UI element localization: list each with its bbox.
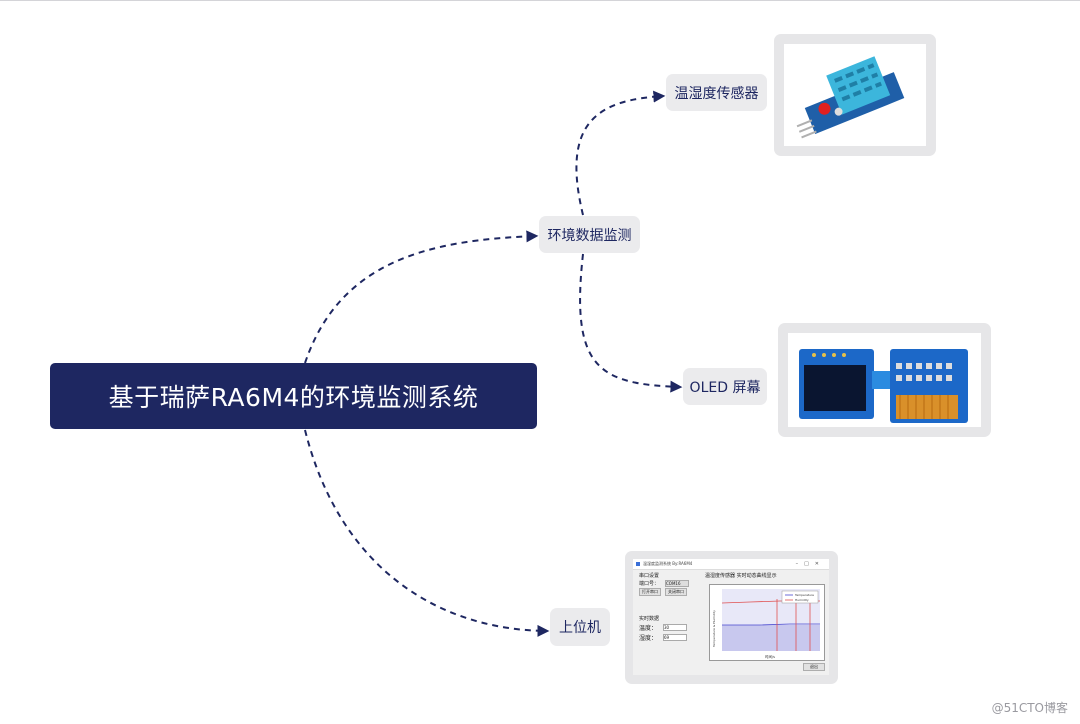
plot-title: 温湿度传感器 实时动态曲线显示 — [705, 573, 777, 579]
temp-value: 30 — [663, 624, 687, 631]
line-root-env — [304, 230, 539, 364]
oled-image — [788, 333, 981, 427]
line-root-host — [304, 429, 550, 637]
node-host-computer: 上位机 — [550, 608, 610, 646]
host-app-window: 温湿度监测系统 By:RA6M4 –□✕ 串口设置 端口号： COM16 打开串… — [633, 559, 829, 675]
plot-ylabel: Temperature & Humidity — [712, 610, 716, 648]
serial-group-label: 串口设置 — [639, 573, 660, 579]
host-software-frame: 温湿度监测系统 By:RA6M4 –□✕ 串口设置 端口号： COM16 打开串… — [625, 551, 838, 684]
line-env-sensor — [575, 90, 666, 216]
node-temp-humidity-sensor: 温湿度传感器 — [666, 74, 767, 111]
open-port-button[interactable]: 打开串口 — [639, 588, 661, 596]
node-oled-screen: OLED 屏幕 — [683, 368, 767, 405]
plot-xlabel: 时间/s — [765, 654, 775, 659]
oled-image-frame — [778, 323, 991, 437]
exit-button[interactable]: 退出 — [803, 663, 825, 671]
sensor-image — [784, 44, 926, 146]
hum-label: 湿度： — [639, 635, 658, 642]
port-select[interactable]: COM16 — [665, 580, 689, 587]
close-port-button[interactable]: 关闭串口 — [665, 588, 687, 596]
app-window-title: 温湿度监测系统 By:RA6M4 — [643, 561, 693, 566]
legend-humidity: Humidity — [795, 598, 809, 602]
realtime-group-label: 实时数据 — [639, 616, 660, 622]
realtime-plot: Temperature Humidity 时间/s Temperature & … — [709, 584, 825, 661]
temp-label: 温度： — [639, 625, 658, 632]
line-env-oled — [579, 253, 683, 393]
root-node: 基于瑞萨RA6M4的环境监测系统 — [50, 363, 537, 429]
window-controls-icon[interactable]: –□✕ — [795, 561, 825, 567]
top-divider — [0, 0, 1080, 1]
port-label: 端口号： — [639, 581, 660, 587]
app-titlebar: 温湿度监测系统 By:RA6M4 –□✕ — [633, 559, 829, 570]
watermark: @51CTO博客 — [991, 701, 1068, 715]
sensor-image-frame — [774, 34, 936, 156]
legend-temperature: Temperature — [794, 593, 814, 597]
node-environment-monitoring: 环境数据监测 — [539, 216, 640, 253]
hum-value: 69 — [663, 634, 687, 641]
app-icon — [636, 562, 640, 566]
